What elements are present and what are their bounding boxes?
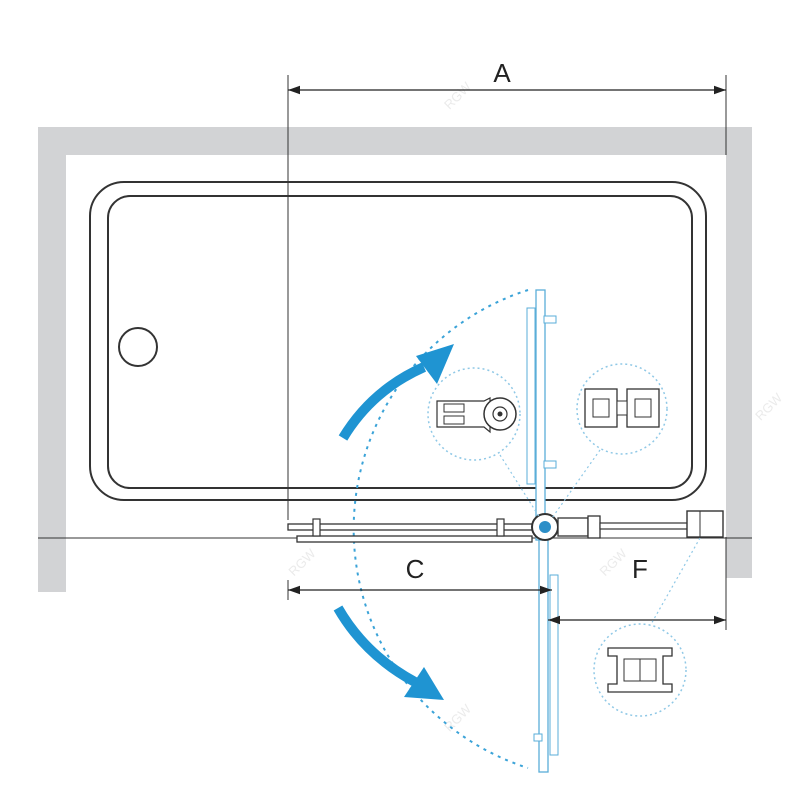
- rotation-arrow-icon: [338, 344, 454, 441]
- bathtub-inner: [107, 195, 693, 489]
- watermark-text: RGW: [441, 701, 475, 735]
- dimension-a-label: A: [493, 58, 511, 88]
- watermark-text: RGW: [285, 545, 319, 579]
- drain-icon: [118, 327, 158, 367]
- watermark-text: RGW: [597, 545, 631, 579]
- bathtub-outer: [89, 181, 707, 501]
- rotation-arrow-icon: [333, 605, 444, 700]
- detail-leader-lines: [499, 449, 701, 627]
- hinge-icon: [531, 513, 601, 541]
- end-profile-detail-icon: [593, 623, 687, 717]
- door-swing-path: [352, 289, 529, 769]
- hinge-detail-icon: [427, 367, 521, 461]
- dimension-c: C: [287, 554, 552, 600]
- dimension-c-label: C: [406, 554, 425, 584]
- door-open-position-lower: [533, 539, 559, 773]
- door-closed-position: [287, 518, 541, 543]
- dimension-a: A: [287, 58, 727, 520]
- wall-profile-detail-icon: [576, 363, 668, 455]
- watermark-text: RGW: [752, 390, 786, 424]
- dimension-f-label: F: [632, 554, 648, 584]
- dimension-f: F: [548, 537, 727, 630]
- fixed-panel: [599, 510, 724, 538]
- watermark-text: RGW: [441, 79, 475, 113]
